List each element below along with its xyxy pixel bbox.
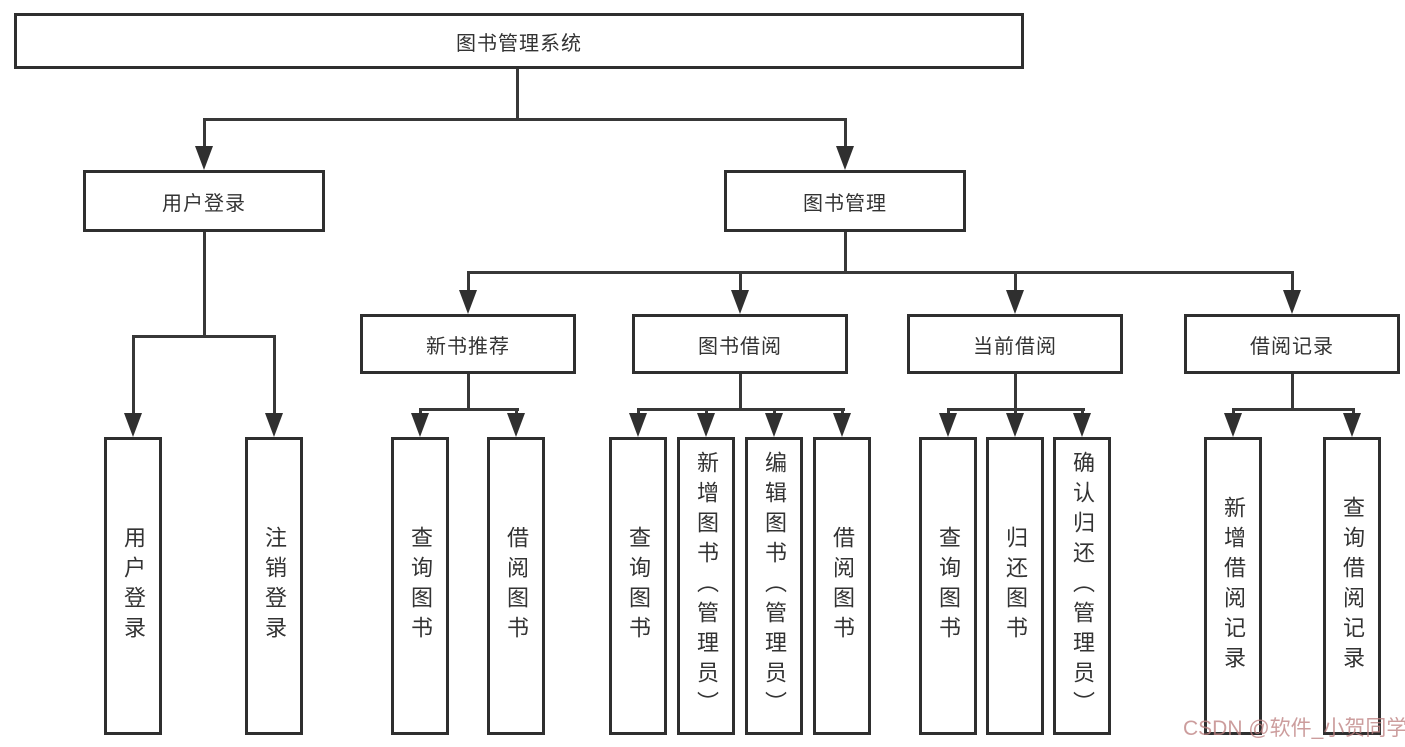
connector-line (1014, 374, 1017, 410)
connector-line (773, 408, 776, 417)
node-root: 图书管理系统 (14, 13, 1024, 69)
connector-line (1291, 271, 1294, 293)
connector-line (515, 408, 518, 417)
arrow-down-icon (265, 413, 283, 437)
connector-line (467, 374, 470, 410)
leaf-records-add: 新增借阅记录 (1204, 437, 1262, 735)
arrow-down-icon (1006, 290, 1024, 314)
connector-line (844, 118, 847, 150)
arrow-down-icon (939, 413, 957, 437)
leaf-current-return: 归还图书 (986, 437, 1044, 735)
arrow-down-icon (507, 413, 525, 437)
arrow-down-icon (124, 413, 142, 437)
node-new-book-recommend: 新书推荐 (360, 314, 576, 374)
node-book-borrow: 图书借阅 (632, 314, 848, 374)
connector-line (1352, 408, 1355, 417)
arrow-down-icon (459, 290, 477, 314)
connector-line (203, 118, 206, 150)
connector-line (1232, 408, 1235, 417)
connector-line (132, 335, 135, 415)
connector-line (637, 408, 640, 417)
connector-line (516, 69, 519, 119)
connector-line (419, 408, 422, 417)
node-book-management: 图书管理 (724, 170, 966, 232)
connector-line (203, 232, 206, 335)
node-current-borrow: 当前借阅 (907, 314, 1123, 374)
connector-line (132, 335, 276, 338)
arrow-down-icon (833, 413, 851, 437)
connector-line (1232, 408, 1355, 411)
node-user-login: 用户登录 (83, 170, 325, 232)
connector-line (467, 271, 1294, 274)
connector-line (841, 408, 844, 417)
leaf-records-query: 查询借阅记录 (1323, 437, 1381, 735)
arrow-down-icon (629, 413, 647, 437)
leaf-borrow-edit-admin: 编辑图书（管理员） (745, 437, 803, 735)
arrow-down-icon (1073, 413, 1091, 437)
leaf-borrow-query: 查询图书 (609, 437, 667, 735)
connector-line (419, 408, 519, 411)
arrow-down-icon (1283, 290, 1301, 314)
arrow-down-icon (731, 290, 749, 314)
arrow-down-icon (411, 413, 429, 437)
arrow-down-icon (1224, 413, 1242, 437)
arrow-down-icon (765, 413, 783, 437)
connector-line (739, 271, 742, 293)
csdn-watermark: CSDN @软件_小贺同学 (1183, 717, 1405, 740)
leaf-current-confirm-admin: 确认归还（管理员） (1053, 437, 1111, 735)
connector-line (467, 271, 470, 293)
leaf-user-login: 用户登录 (104, 437, 162, 735)
leaf-borrow-add-admin: 新增图书（管理员） (677, 437, 735, 735)
leaf-newbook-query: 查询图书 (391, 437, 449, 735)
leaf-newbook-borrow: 借阅图书 (487, 437, 545, 735)
leaf-current-query: 查询图书 (919, 437, 977, 735)
arrow-down-icon (195, 146, 213, 170)
connector-line (1014, 271, 1017, 293)
node-borrow-records: 借阅记录 (1184, 314, 1400, 374)
leaf-borrow-borrow: 借阅图书 (813, 437, 871, 735)
connector-line (739, 374, 742, 410)
leaf-logout: 注销登录 (245, 437, 303, 735)
connector-line (1291, 374, 1294, 410)
arrow-down-icon (1006, 413, 1024, 437)
connector-line (1014, 408, 1017, 417)
connector-line (1081, 408, 1084, 417)
connector-line (705, 408, 708, 417)
connector-line (273, 335, 276, 415)
connector-line (637, 408, 845, 411)
connector-line (947, 408, 950, 417)
connector-line (844, 232, 847, 273)
arrow-down-icon (697, 413, 715, 437)
arrow-down-icon (836, 146, 854, 170)
arrow-down-icon (1343, 413, 1361, 437)
connector-line (203, 118, 847, 121)
